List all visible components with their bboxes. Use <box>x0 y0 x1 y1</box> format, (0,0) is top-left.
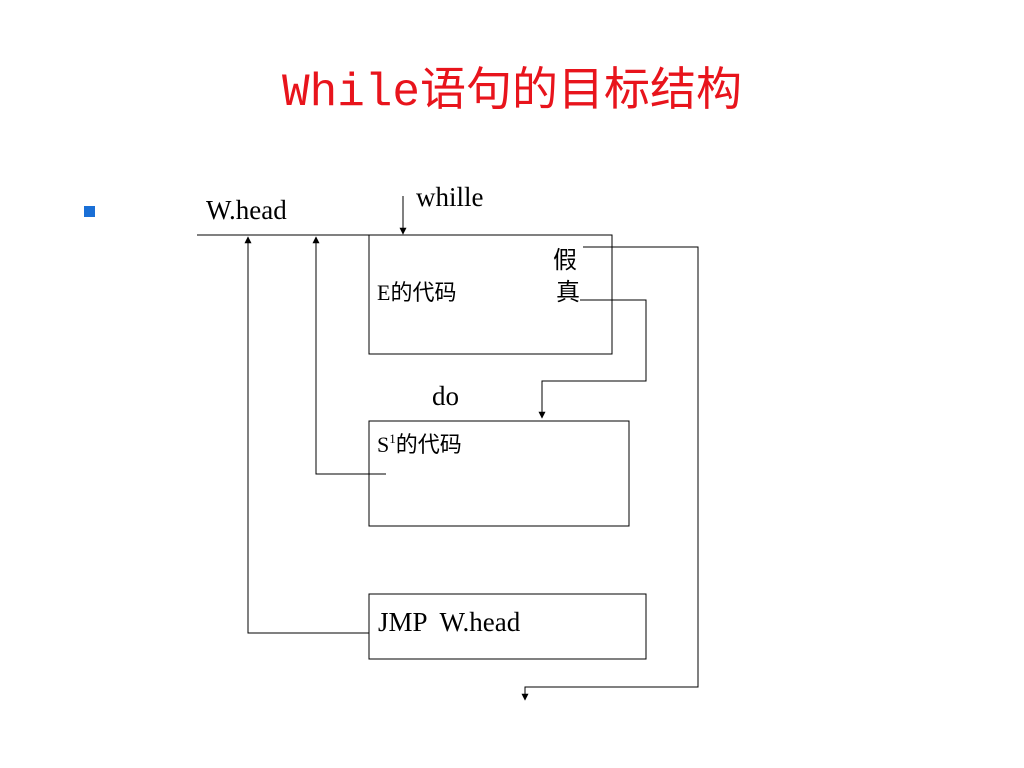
jmp-label: JMP W.head <box>378 607 521 637</box>
e-code-box <box>368 234 613 355</box>
s1-label-suffix: 的代码 <box>396 432 462 457</box>
s1-label-superscript: 1 <box>389 431 396 446</box>
w-head-label: W.head <box>206 195 287 225</box>
true-label: 真 <box>556 279 580 306</box>
jmp-loop-arrow <box>244 236 369 634</box>
s1-code-label: S1的代码 <box>377 431 462 457</box>
false-exit-arrow <box>521 246 699 701</box>
s1-loop-arrow <box>312 236 386 475</box>
bullet-square-icon <box>84 206 95 217</box>
s1-label-prefix: S <box>377 432 389 457</box>
slide-title: While语句的目标结构 <box>281 67 743 119</box>
e-code-label: E的代码 <box>377 280 456 305</box>
while-label: whille <box>416 182 484 212</box>
jmp-box <box>368 593 647 660</box>
do-label: do <box>432 381 459 411</box>
true-branch-arrow <box>538 299 647 419</box>
false-label: 假 <box>553 247 577 274</box>
